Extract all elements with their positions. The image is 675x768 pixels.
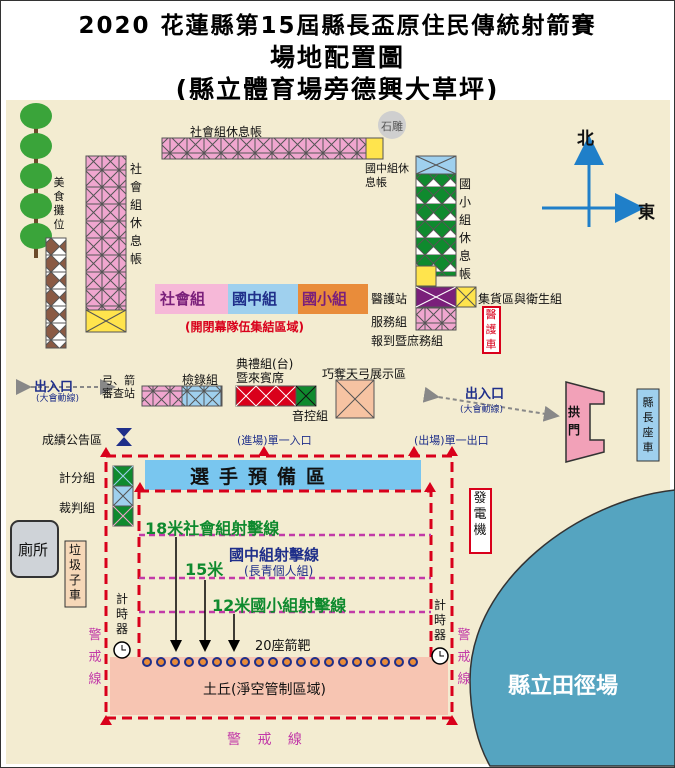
elementary-rest-label: 國小組休息帳 — [458, 177, 471, 281]
referee-label: 裁判組 — [59, 501, 96, 515]
stone-carving-icon — [378, 111, 406, 139]
compass-east-label: 東 — [638, 203, 655, 223]
line-18m-label: 18米社會組射擊線 — [145, 519, 280, 538]
score-board-marker — [116, 428, 132, 446]
timer-left-label: 計時器 — [115, 592, 128, 636]
elementary-rest-tent — [415, 155, 457, 277]
inspection-label: 檢錄組 — [182, 373, 219, 387]
bow-exhibit-label: 巧奪天弓展示區 — [322, 367, 407, 381]
timer-right-label: 計時器 — [433, 598, 446, 642]
social-rest-label: 社會組休息帳 — [190, 125, 263, 139]
social-rest-vertical-label: 社會組休息帳 — [129, 162, 142, 266]
service-tent — [415, 307, 457, 331]
score-board-label: 成績公告區 — [42, 433, 103, 447]
team-social-label: 社會組 — [160, 290, 206, 308]
timer-right-icon — [431, 647, 449, 665]
medical-car-box — [482, 306, 501, 354]
earth-mound-label: 土丘(淨空管制區域) — [203, 682, 326, 698]
ready-area-label: 選手預備區 — [190, 466, 336, 488]
entrance-right-arrow — [422, 386, 560, 422]
title-line2: 場地配置圖 — [269, 43, 405, 72]
stadium-label: 縣立田徑場 — [508, 674, 619, 699]
inspection-tent — [181, 385, 223, 407]
stadium-shape — [469, 489, 675, 767]
supply-hygiene-label: 集貨區與衛生組 — [478, 292, 563, 306]
food-stall-label: 美食攤位 — [53, 176, 65, 231]
garbage-truck-box — [64, 540, 87, 608]
guard-bottom-label: 警 戒 線 — [227, 732, 308, 748]
guard-left-label: 警戒線 — [88, 628, 102, 687]
guard-right-label: 警戒線 — [457, 628, 471, 687]
ready-area-box — [145, 460, 421, 490]
social-rest-tent-left — [85, 155, 127, 311]
line-12m-label: 12米國小組射擊線 — [212, 596, 347, 615]
exit-single-label: (出場)單一出口 — [414, 434, 489, 447]
title-line1: 2020 花蓮縣第15屆縣長盃原住民傳統射箭賽 — [78, 13, 597, 39]
entrance-left-sub-label: (大會動線) — [36, 394, 80, 404]
stone-label: 石雕 — [381, 120, 403, 133]
compass-north-label: 北 — [577, 129, 594, 149]
entry-single-label: (進場)單一入口 — [237, 434, 312, 447]
registration-label: 報到暨庶務組 — [371, 334, 444, 348]
bow-check-label: 弓、箭審查站 — [102, 374, 135, 400]
timer-left-icon — [113, 641, 131, 659]
medical-station-label: 醫護站 — [371, 292, 408, 306]
magistrate-car-label: 縣長座車 — [642, 396, 654, 454]
assembly-area-label: (開閉幕隊伍集結區域) — [185, 320, 304, 334]
medical-car-label: 醫護車 — [485, 308, 497, 351]
bow-check-tent — [141, 385, 183, 407]
service-group-label: 服務組 — [371, 315, 408, 329]
scoring-label: 計分組 — [59, 471, 96, 485]
team-junior-label: 國中組 — [232, 290, 278, 308]
entrance-right-sub-label: (大會動線) — [460, 405, 504, 415]
toilet-box — [10, 520, 59, 578]
team-elementary-box — [298, 284, 368, 314]
shooting-field-box — [137, 489, 433, 661]
food-stall-tent — [45, 237, 67, 349]
arch-shape — [565, 381, 605, 463]
target-row — [142, 657, 418, 667]
line-15m-num-label: 15米 — [185, 560, 224, 579]
arch-label: 拱門 — [567, 405, 580, 437]
entrance-left-label: 出入口 — [34, 380, 74, 395]
toilet-label: 廁所 — [18, 541, 49, 559]
sound-control-label: 音控組 — [292, 409, 329, 423]
earth-mound-area — [110, 657, 448, 715]
line-15m-sub-label: (長青個人組) — [244, 564, 314, 578]
line-15m-text-label: 國中組射擊線 — [229, 546, 320, 564]
team-elementary-label: 國小組 — [302, 290, 348, 308]
boundary-markers — [100, 446, 458, 725]
title-line3: (縣立體育場旁德興大草坪) — [175, 75, 500, 104]
generator-label: 發電機 — [473, 491, 487, 538]
entrance-right-label: 出入口 — [465, 387, 505, 402]
garbage-truck-label: 垃圾子車 — [68, 543, 81, 602]
junior-high-rest-label: 國中組休息帳 — [365, 162, 409, 189]
tree-icons — [20, 103, 52, 258]
targets-label: 20座箭靶 — [255, 639, 311, 654]
social-rest-tent-top — [161, 137, 367, 160]
magistrate-car-box — [636, 388, 660, 462]
team-junior-box — [228, 284, 298, 314]
generator-box — [469, 488, 492, 554]
ceremony-label: 典禮組(台)暨來賓席 — [236, 357, 294, 385]
team-social-box — [155, 284, 228, 314]
